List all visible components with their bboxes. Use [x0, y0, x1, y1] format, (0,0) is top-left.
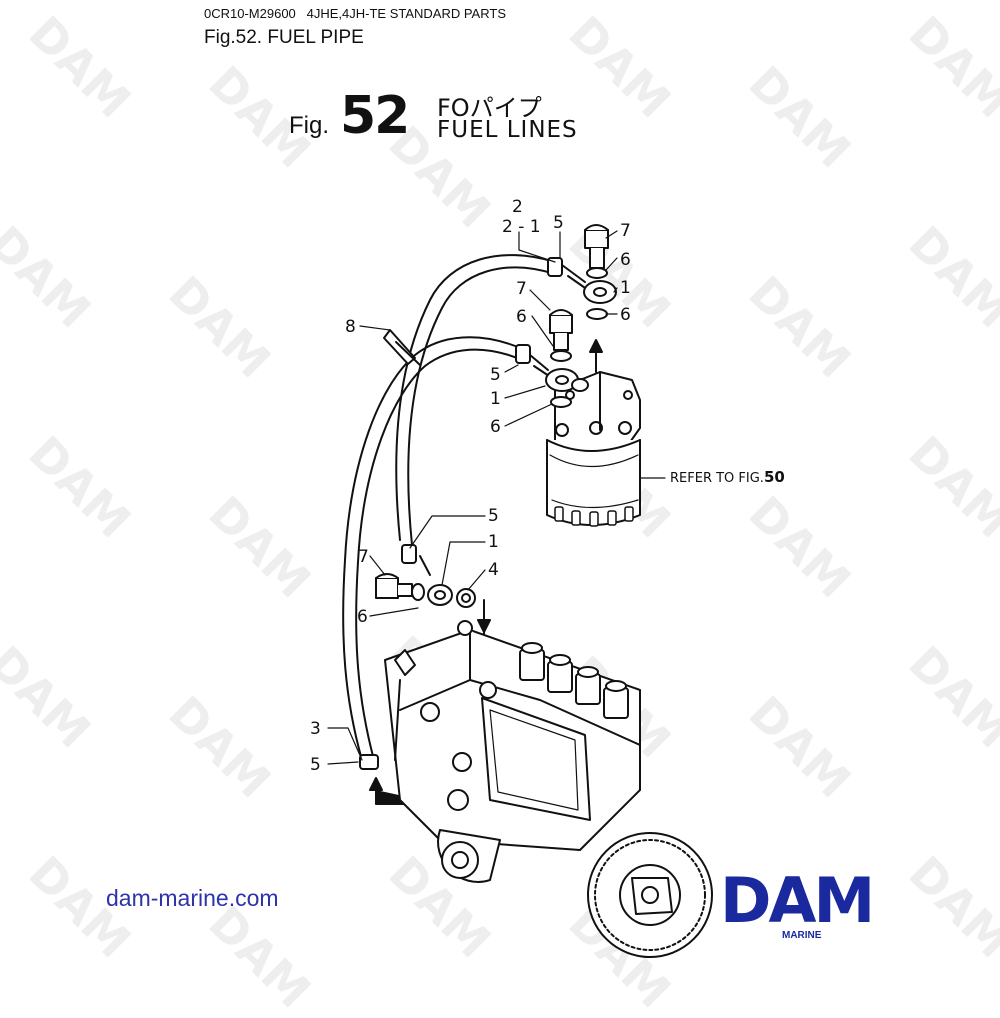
callout-7-low: 7 — [358, 547, 369, 567]
banjo-fitting-upper — [547, 224, 617, 320]
callout-6-top-lower: 6 — [620, 305, 631, 325]
callout-7-top: 7 — [620, 221, 631, 241]
figure-prefix: Fig. — [289, 112, 330, 139]
callout-7-mid: 7 — [516, 279, 527, 299]
leader-lines — [327, 230, 618, 765]
svg-text:DAM: DAM — [720, 872, 872, 937]
callout-4-low: 4 — [488, 560, 499, 580]
callout-5-top: 5 — [553, 213, 564, 233]
brand-subtitle: MARINE — [782, 930, 822, 941]
callout-3: 3 — [310, 719, 321, 739]
document-header: 0CR10-M29600 4JHE,4JH-TE STANDARD PARTS — [204, 6, 506, 21]
callout-6-low: 6 — [357, 607, 368, 627]
callout-2: 2 — [512, 197, 523, 217]
figure-title-english: FUEL LINES — [437, 117, 578, 143]
refer-note: REFER TO FIG.50 — [670, 468, 785, 486]
fuel-pipe-2 — [342, 254, 556, 761]
figure-title-japanese: FOパイプ — [437, 94, 542, 122]
figure-number: 52 — [340, 86, 410, 146]
injection-pump — [384, 620, 713, 958]
callout-5-mid: 5 — [490, 365, 501, 385]
document-code: 0CR10-M29600 — [204, 6, 296, 21]
callout-6-mid: 6 — [516, 307, 527, 327]
pipe-clamp — [383, 329, 421, 366]
dam-marine-logo: DAM — [720, 872, 875, 937]
callout-8: 8 — [345, 317, 356, 337]
callout-6-top: 6 — [620, 250, 631, 270]
banjo-fitting-middle — [515, 309, 589, 408]
callout-5-bottom: 5 — [310, 755, 321, 775]
website-link[interactable]: dam-marine.com — [106, 885, 279, 911]
callout-1-top: 1 — [620, 278, 631, 298]
callout-1-mid: 1 — [490, 389, 501, 409]
fuel-filter — [546, 371, 666, 527]
figure-caption: Fig.52. FUEL PIPE — [204, 27, 364, 48]
callout-6-mid-lower: 6 — [490, 417, 501, 437]
hose-end-bottom — [359, 754, 379, 770]
callout-2-1: 2 - 1 — [502, 217, 541, 237]
banjo-fitting-lower — [375, 544, 476, 608]
document-subject: 4JHE,4JH-TE STANDARD PARTS — [306, 6, 506, 21]
callout-5-low: 5 — [488, 506, 499, 526]
callout-1-low: 1 — [488, 532, 499, 552]
